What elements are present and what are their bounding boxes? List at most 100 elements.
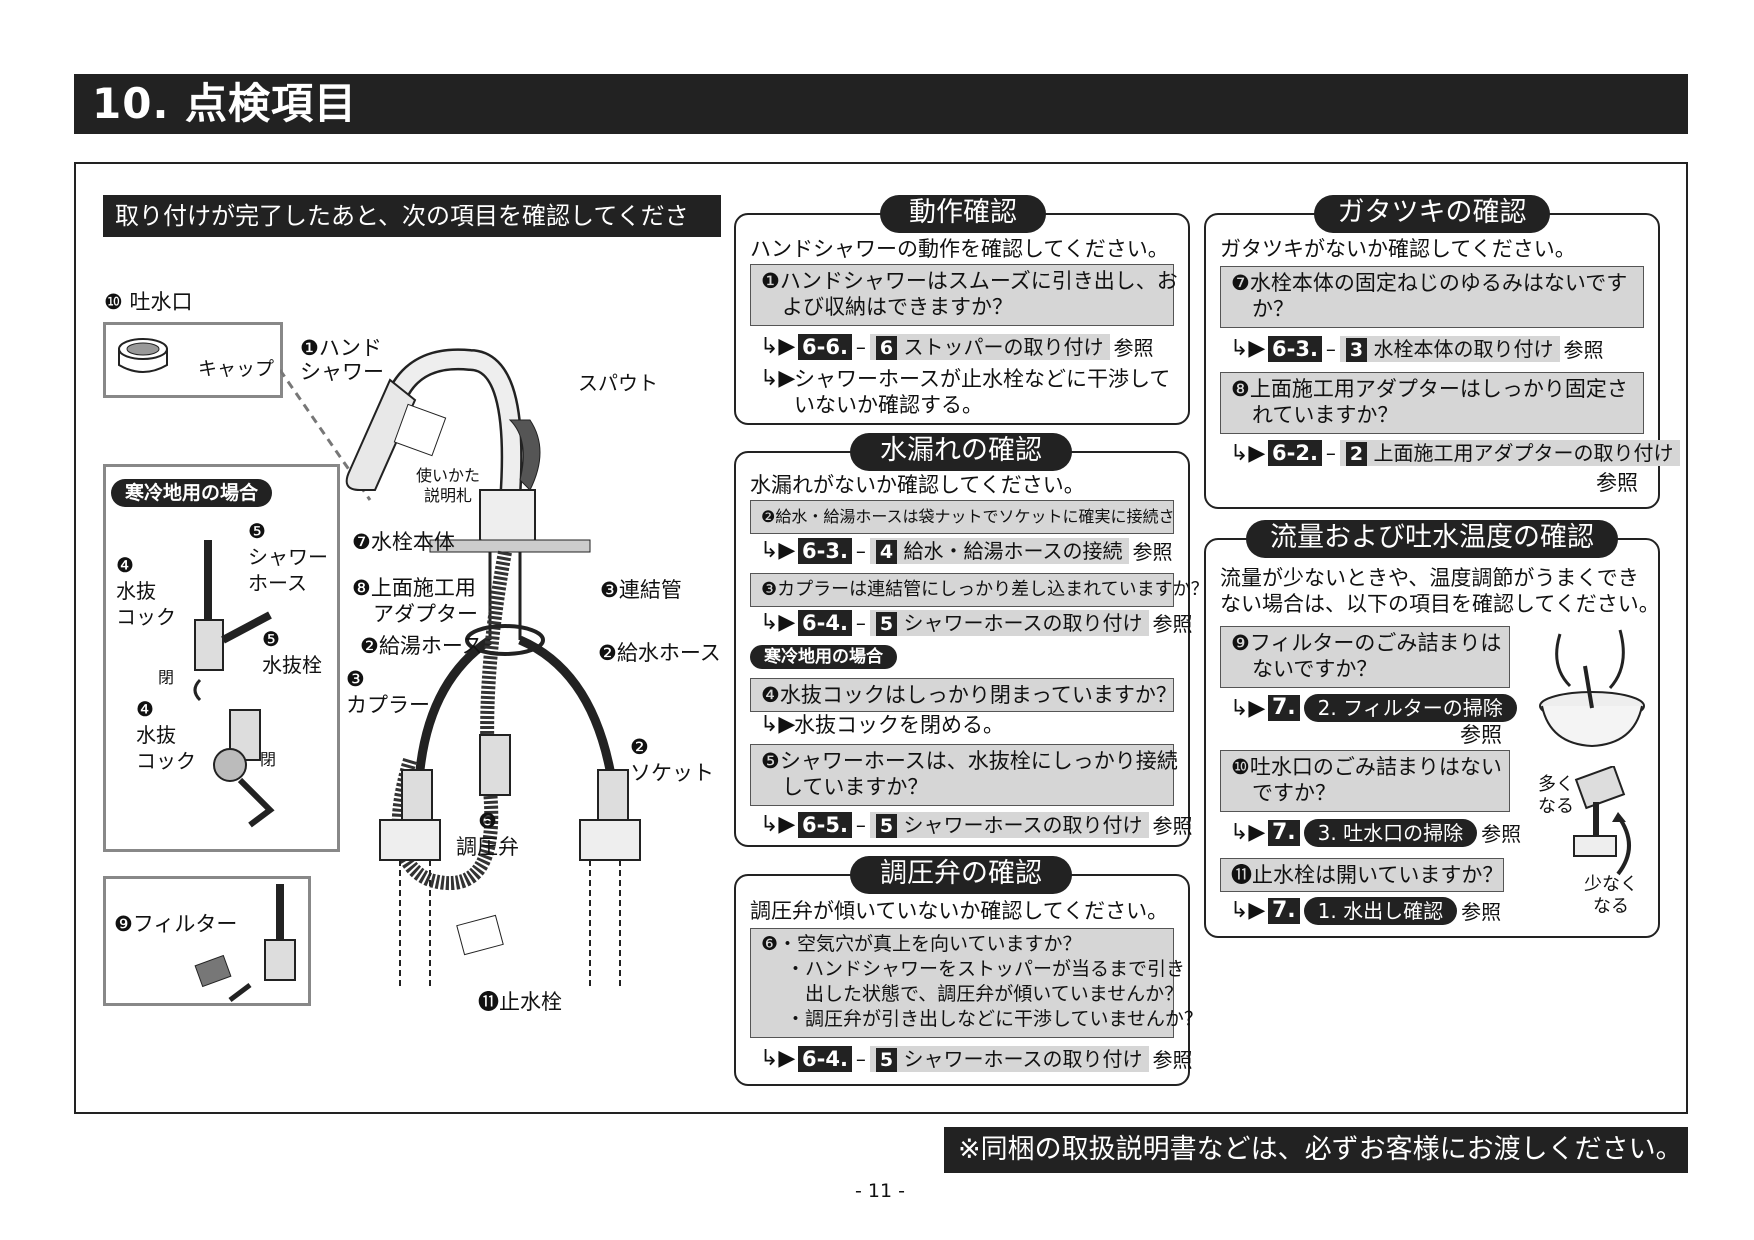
label-faucet-body: ❼水栓本体 [352, 530, 455, 554]
ref-step-title: 3. 吐水口の掃除 [1303, 818, 1478, 847]
filter-box [103, 876, 311, 1006]
ref-section-number: 6-6. [798, 333, 852, 360]
ref-section-number: 7. [1268, 897, 1300, 924]
valve-title: 調圧弁の確認 [850, 856, 1072, 894]
leak-q4: ❹水抜コックはしっかり閉まっていますか？ [750, 678, 1177, 712]
operation-ref1[interactable]: ↳▶ 6-6. – 6 ストッパーの取り付け 参照 [760, 333, 1154, 360]
ref-word: 参照 [1481, 822, 1522, 846]
label-outlet: ❿ 吐水口 [104, 290, 193, 314]
cold-region-title: 寒冷地用の場合 [111, 479, 273, 507]
leak-cold-label: 寒冷地用の場合 [750, 645, 897, 669]
label-spout: スパウト [578, 371, 658, 395]
ref-arrow-icon: ↳▶ [1230, 440, 1266, 466]
action-arrow-icon: ↳▶ [760, 712, 796, 737]
leak-ref2[interactable]: ↳▶ 6-3.– 4 給水・給湯ホースの接続 参照 [760, 537, 1173, 564]
ref-step-number: 3 [1345, 337, 1368, 362]
ref-section-number: 6-5. [798, 811, 852, 838]
valve-ref6[interactable]: ↳▶ 6-4.– 5 シャワーホースの取り付け 参照 [760, 1045, 1193, 1072]
cap-icon [118, 338, 168, 373]
operation-q1: ❶ハンドシャワーはスムーズに引き出し、お よび収納はできますか？ [750, 264, 1178, 326]
flow-less-label: 少なく なる [1584, 874, 1638, 917]
ref-arrow-icon: ↳▶ [1230, 898, 1266, 923]
ref-arrow-icon: ↳▶ [760, 812, 796, 837]
ref-word: 参照 [1152, 814, 1193, 838]
leak-ref5[interactable]: ↳▶ 6-5.– 5 シャワーホースの取り付け 参照 [760, 811, 1193, 838]
ref-step-number: 2 [1345, 442, 1368, 466]
leak-title: 水漏れの確認 [850, 433, 1072, 471]
flow-ref11[interactable]: ↳▶ 7. 1. 水出し確認 参照 [1230, 896, 1501, 925]
title-bar [74, 74, 1688, 134]
ref-arrow-icon: ↳▶ [760, 1046, 796, 1071]
flow-q10: ❿吐水口のごみ詰まりはない ですか？ [1220, 750, 1510, 812]
flow-lead: 流量が少ないときや、温度調節がうまくでき ない場合は、以下の項目を確認してくださ… [1220, 566, 1660, 616]
ref-word: 参照 [1563, 338, 1604, 362]
outlet-box [103, 322, 283, 398]
label-socket: ❷ ソケット [630, 735, 714, 785]
label-cold-hose: ❷給水ホース [598, 641, 721, 665]
ref-step-title: 水栓本体の取り付け [1373, 336, 1554, 361]
action-arrow-icon: ↳▶ [760, 366, 796, 391]
flow-ref9[interactable]: ↳▶ 7. 2. フィルターの掃除 [1230, 694, 1517, 722]
page-number: - 11 - [855, 1180, 905, 1202]
leak-action4: ↳▶ 水抜コックを閉める。 [760, 712, 1004, 738]
label-coupler: ❸ カプラー [346, 667, 430, 717]
ref-step-title: 1. 水出し確認 [1303, 896, 1458, 925]
label-pressure-valve: ❻ 調圧弁 [456, 809, 519, 859]
label-drain-plug: ❺ 水抜栓 [262, 627, 322, 677]
label-filter: ❾フィルター [114, 912, 238, 936]
operation-action1-text: シャワーホースが止水栓などに干渉して いないか確認する。 [794, 367, 1171, 417]
ref-word: 参照 [1152, 1048, 1193, 1072]
ref-arrow-icon: ↳▶ [760, 610, 796, 635]
ref-step-title: ストッパーの取り付け [903, 334, 1104, 359]
ref-section-number: 7. [1268, 819, 1300, 846]
wobble-ref7[interactable]: ↳▶ 6-3.– 3 水栓本体の取り付け 参照 [1230, 335, 1604, 362]
leak-action4-text: 水抜コックを閉める。 [794, 713, 1004, 737]
ref-step-number: 5 [875, 611, 898, 636]
wobble-title: ガタツキの確認 [1314, 195, 1550, 233]
ref-step-title: シャワーホースの取り付け [903, 610, 1143, 635]
ref-step-number: 5 [875, 813, 898, 838]
page-title: 10. 点検項目 [92, 79, 358, 128]
ref-section-number: 6-4. [798, 1045, 852, 1072]
ref-section-number: 6-2. [1268, 440, 1322, 466]
ref-step-title: シャワーホースの取り付け [903, 812, 1143, 837]
valve-lead: 調圧弁が傾いていないか確認してください。 [750, 899, 1169, 923]
ref-step-number: 5 [875, 1047, 898, 1072]
ref-section-number: 7. [1268, 695, 1300, 721]
wobble-q7: ❼水栓本体の固定ねじのゆるみはないです か？ [1220, 266, 1644, 328]
ref-section-number: 6-4. [798, 609, 852, 636]
cold-region-box [103, 464, 340, 852]
label-hot-hose: ❷給湯ホース [360, 634, 483, 658]
ref-word: 参照 [1461, 900, 1502, 924]
label-connector: ❸連結管 [600, 578, 682, 602]
label-cap: キャップ [198, 358, 275, 380]
leak-q5: ❺シャワーホースは、水抜栓にしっかり接続 していますか？ [750, 744, 1178, 806]
ref-arrow-icon: ↳▶ [1230, 695, 1266, 721]
ref-step-title: 2. フィルターの掃除 [1303, 694, 1517, 722]
flow-q11: ⓫止水栓は開いていますか？ [1220, 858, 1504, 892]
valve-q6: ❻・空気穴が真上を向いていますか？ ・ハンドシャワーをストッパーが当るまで引き … [750, 928, 1203, 1038]
flow-more-label: 多く なる [1538, 774, 1574, 817]
filter-cleaning-illustration [1539, 629, 1645, 748]
ref-word: 参照 [1132, 540, 1173, 564]
ref-word: 参照 [1113, 336, 1154, 360]
flow-title: 流量および吐水温度の確認 [1246, 520, 1618, 558]
wobble-ref8[interactable]: ↳▶ 6-2.– 2 上面施工用アダプターの取り付け [1230, 440, 1680, 466]
label-manual: 使いかた 説明札 [416, 466, 481, 505]
label-close-2: 閉 [260, 750, 277, 769]
ref-section-number: 6-3. [1268, 335, 1322, 362]
ref-step-title: 上面施工用アダプターの取り付け [1373, 441, 1674, 465]
drain-illustration [193, 540, 275, 828]
ref-step-title: シャワーホースの取り付け [903, 1046, 1143, 1071]
filter-illustration [194, 884, 296, 1002]
label-adapter: ❽上面施工用 アダプター [352, 576, 478, 626]
operation-action1: ↳▶ シャワーホースが止水栓などに干渉して いないか確認する。 [760, 366, 1170, 418]
leak-ref3[interactable]: ↳▶ 6-4.– 5 シャワーホースの取り付け 参照 [760, 609, 1193, 636]
leak-q3: ❸カプラーは連結管にしっかり差し込まれていますか？ [750, 573, 1209, 607]
label-handshower: ❶ハンド シャワー [300, 336, 384, 384]
wobble-ref8-word: 参照 [1596, 471, 1638, 495]
flow-ref10[interactable]: ↳▶ 7. 3. 吐水口の掃除 参照 [1230, 818, 1521, 847]
footer-notice: ※同梱の取扱説明書などは、必ずお客様にお渡しください。 [944, 1127, 1688, 1173]
stop-valve-illustration [1573, 766, 1631, 876]
ref-section-number: 6-3. [798, 537, 852, 564]
